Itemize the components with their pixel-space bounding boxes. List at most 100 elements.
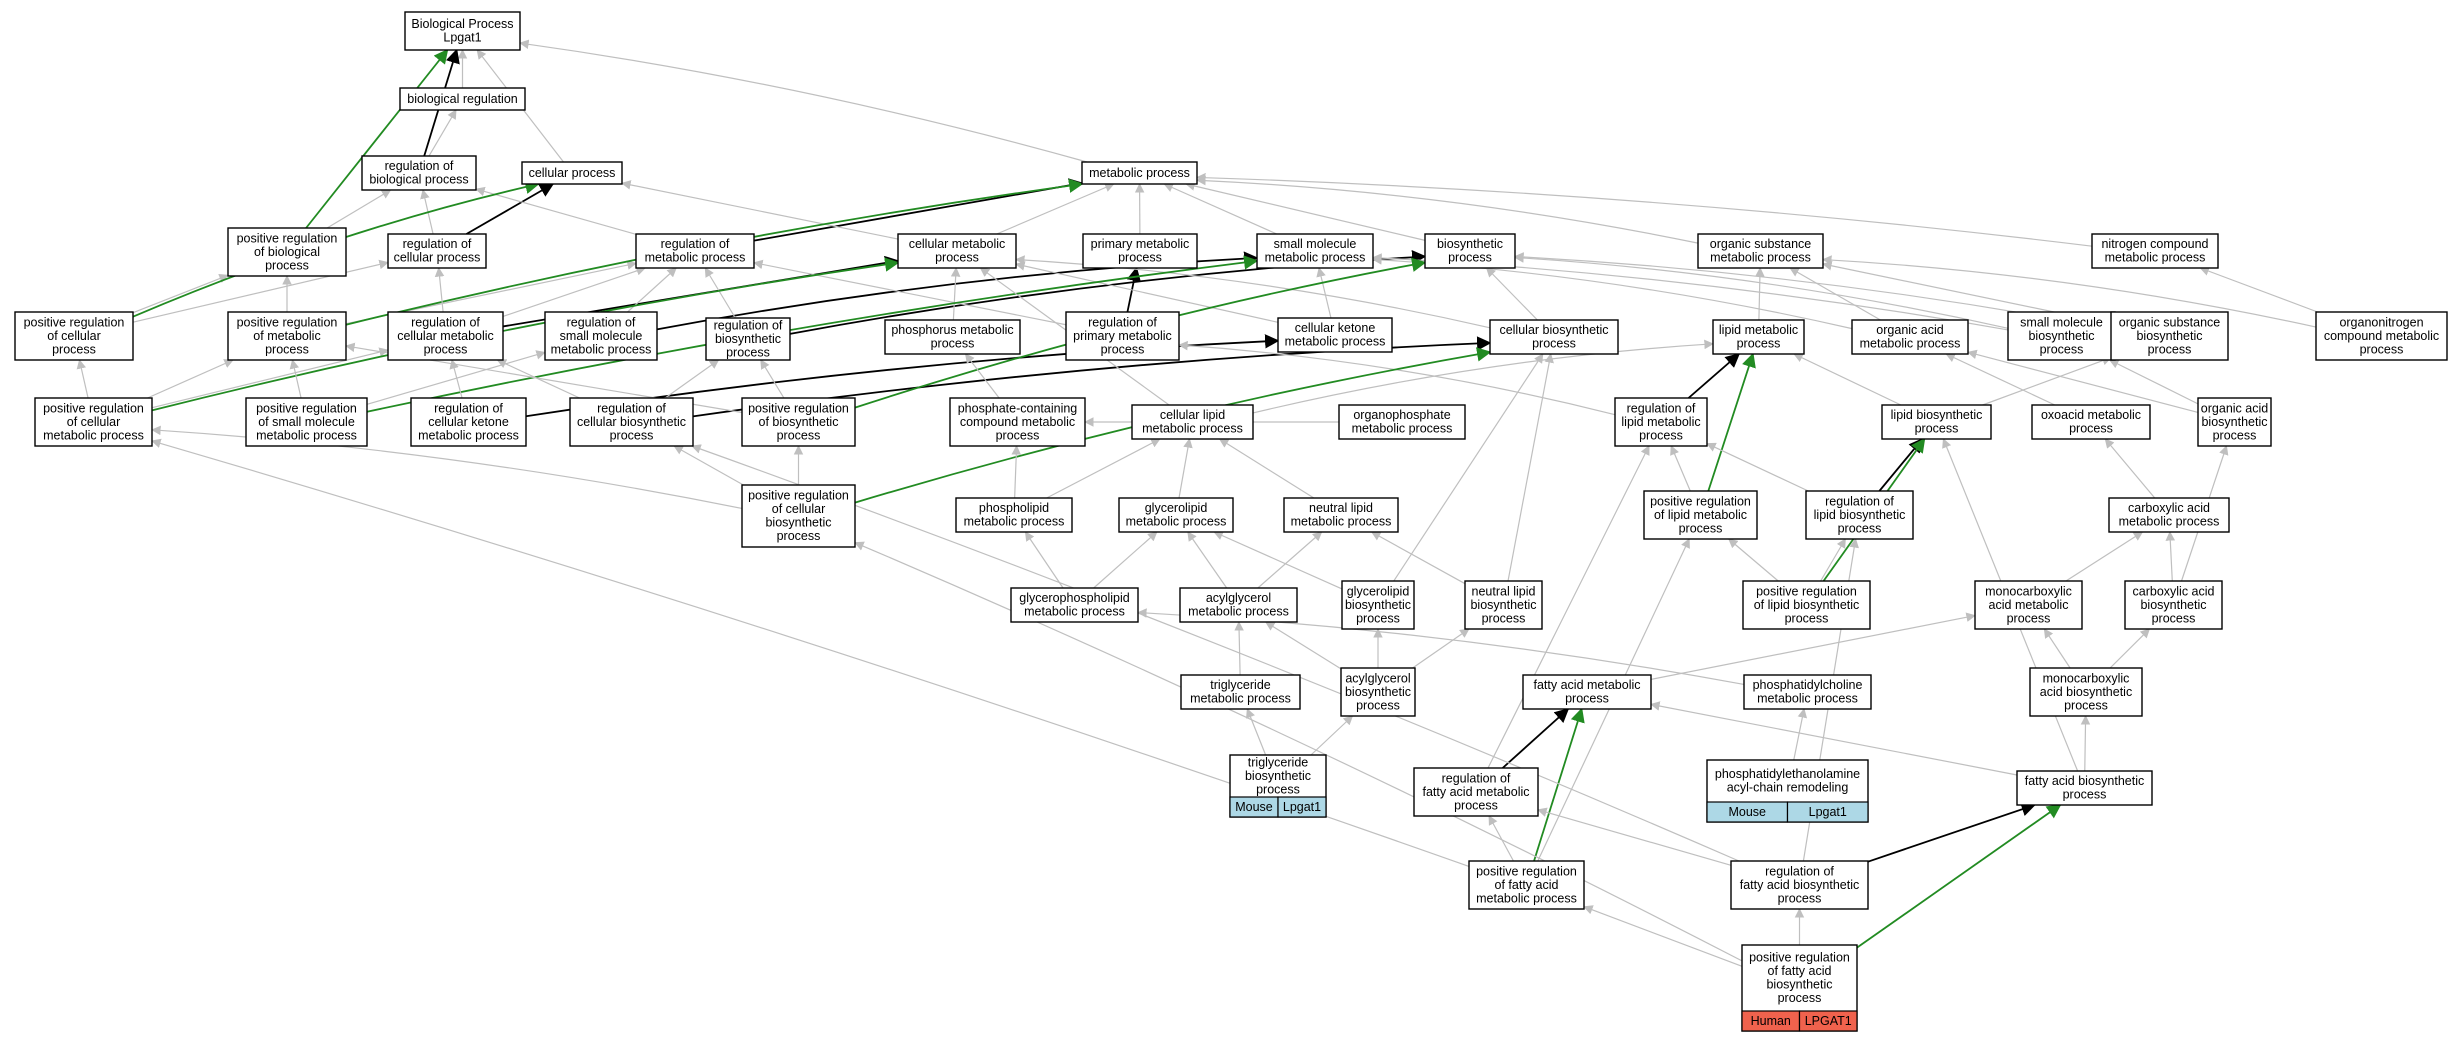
- node-label-line: metabolic process: [2105, 251, 2206, 265]
- node-box: [884, 319, 1021, 355]
- node-box: [2315, 311, 2448, 361]
- edge-acylglymet-to-glycerolipid: [1187, 531, 1228, 589]
- node-label-line: acylglycerol: [1206, 591, 1271, 605]
- node-box: [387, 311, 504, 361]
- node-label-line: metabolic process: [1142, 422, 1243, 436]
- node-box: [1341, 580, 1415, 630]
- edge-smallmolbio-to-biosyn: [1514, 253, 2009, 329]
- edge-posregcell-to-regcell: [132, 259, 389, 323]
- node-box: [404, 11, 521, 51]
- node-label-line: process: [1838, 521, 1882, 535]
- node-label-line: of cellular: [772, 502, 826, 516]
- node-label-line: regulation of: [567, 315, 636, 329]
- node-label-line: phosphate-containing: [958, 401, 1078, 415]
- node-label-line: regulation of: [661, 237, 730, 251]
- node-label-line: process: [1482, 611, 1526, 625]
- edge-regfattymet-to-reglipidmet: [1487, 445, 1650, 769]
- go-term-node-metproc[interactable]: metabolic process: [1081, 161, 1198, 185]
- node-label-line: of biosynthetic: [759, 415, 839, 429]
- node-label-line: metabolic process: [1126, 515, 1227, 529]
- edge-posregcellmet-to-regcellmet: [151, 347, 389, 409]
- node-label-line: positive regulation: [256, 401, 357, 415]
- node-label-line: biosynthetic: [1437, 237, 1503, 251]
- edge-neutrallipid-to-celllipid: [1218, 438, 1315, 499]
- go-term-node-breg[interactable]: biological regulation: [399, 87, 526, 111]
- edge-posregfattymet-to-fattymet: [1533, 707, 1585, 862]
- node-label-line: regulation of: [597, 401, 666, 415]
- node-box: [1712, 319, 1805, 355]
- edge-posregbio-to-regbio: [326, 189, 392, 229]
- gene-badge: [1277, 796, 1327, 818]
- node-label-line: process: [931, 337, 975, 351]
- node-label-line: process: [1778, 991, 1822, 1005]
- node-label-line: monocarboxylic: [2043, 671, 2130, 685]
- node-label-line: process: [1639, 428, 1683, 442]
- go-term-node-cellproc[interactable]: cellular process: [521, 161, 623, 185]
- node-box: [2007, 311, 2116, 361]
